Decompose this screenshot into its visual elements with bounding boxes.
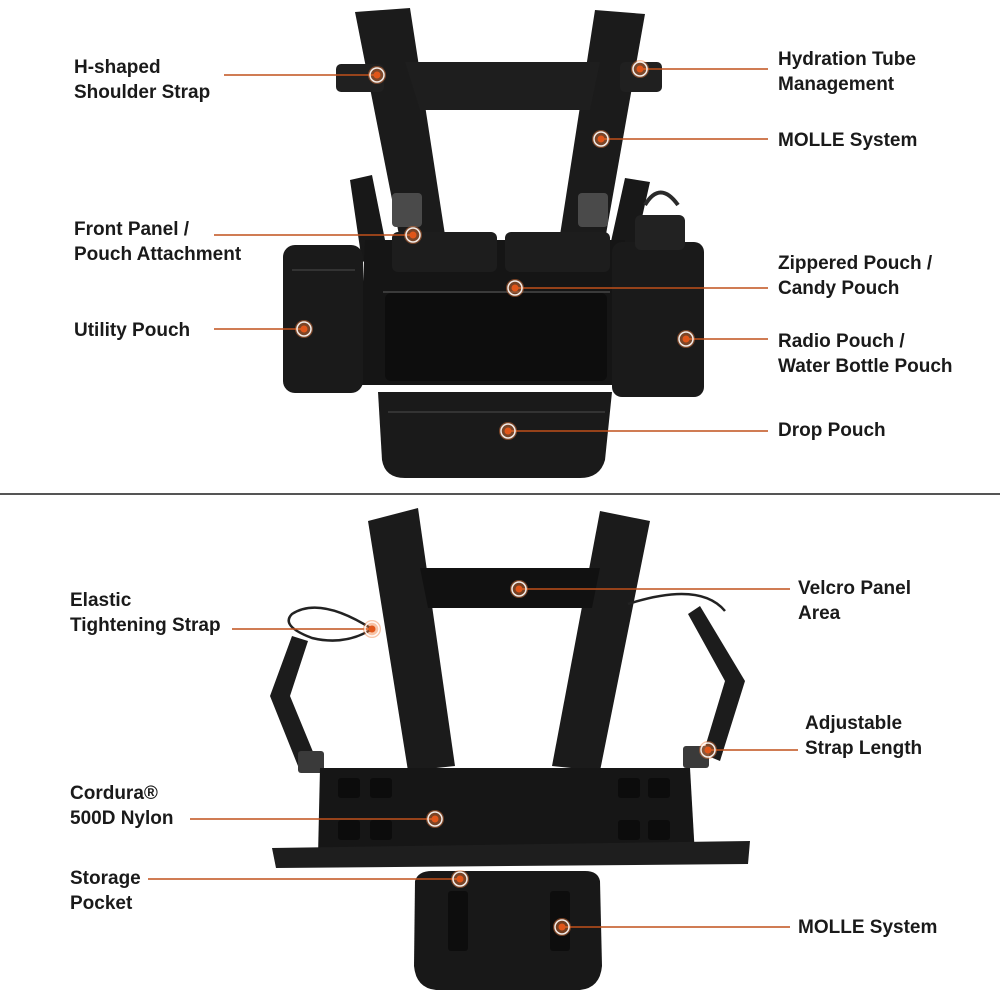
label-h-shaped-shoulder-strap: H-shaped Shoulder Strap [74,57,211,103]
back-view-panel: Elastic Tightening Strap Velcro Panel Ar… [0,496,1000,1000]
callout-dot [677,330,695,348]
label-drop-pouch: Drop Pouch [778,420,886,441]
callout-dot [368,66,386,84]
label-zippered-candy-pouch: Zippered Pouch / Candy Pouch [778,253,933,299]
radio-pouch-shape [612,242,704,397]
waist-belt [272,841,750,868]
callout-dot [631,60,649,78]
velcro-crossbar [420,568,600,608]
h-crossbar [405,62,600,110]
back-panel-body [318,768,695,856]
callout-dot [451,870,469,888]
velcro-front-patch [385,293,607,381]
back-right-strap [552,511,650,771]
right-side-strap [688,606,745,761]
right-buckle [578,193,608,227]
label-velcro-panel-area: Velcro Panel Area [798,578,912,624]
callout-dot [363,620,381,638]
back-left-strap [368,508,455,771]
label-adjustable-strap-length: Adjustable Strap Length [805,713,923,759]
label-front-panel-pouch-attachment: Front Panel / Pouch Attachment [74,219,242,265]
callout-dot [426,810,444,828]
label-radio-water-bottle-pouch: Radio Pouch / Water Bottle Pouch [778,331,953,377]
drop-pouch-shape [378,392,612,478]
callout-dot [295,320,313,338]
chest-rig-front-illustration [214,8,768,478]
left-buckle [392,193,422,227]
label-utility-pouch: Utility Pouch [74,320,191,341]
left-side-strap [270,636,318,771]
label-elastic-tightening-strap: Elastic Tightening Strap [70,590,221,636]
front-view-panel: H-shaped Shoulder Strap Hydration Tube M… [0,0,1000,493]
callout-dot [499,422,517,440]
callout-dot [592,130,610,148]
callout-dot [553,918,571,936]
label-molle-system-bottom: MOLLE System [798,917,938,938]
label-hydration-tube-management: Hydration Tube Management [778,49,916,95]
panel-divider [0,493,1000,495]
callout-dot [404,226,422,244]
label-molle-system-top: MOLLE System [778,130,918,151]
utility-pouch-shape [283,245,363,393]
bottom-pouch-shape [414,871,602,990]
molle-slots-left [338,778,392,840]
callout-dot [510,580,528,598]
label-storage-pocket: Storage Pocket [70,868,141,914]
callout-dot [506,279,524,297]
callout-dot [699,741,717,759]
label-cordura-500d-nylon: Cordura® 500D Nylon [70,783,174,829]
chest-rig-back-illustration [148,508,798,990]
molle-slots-right [618,778,670,840]
